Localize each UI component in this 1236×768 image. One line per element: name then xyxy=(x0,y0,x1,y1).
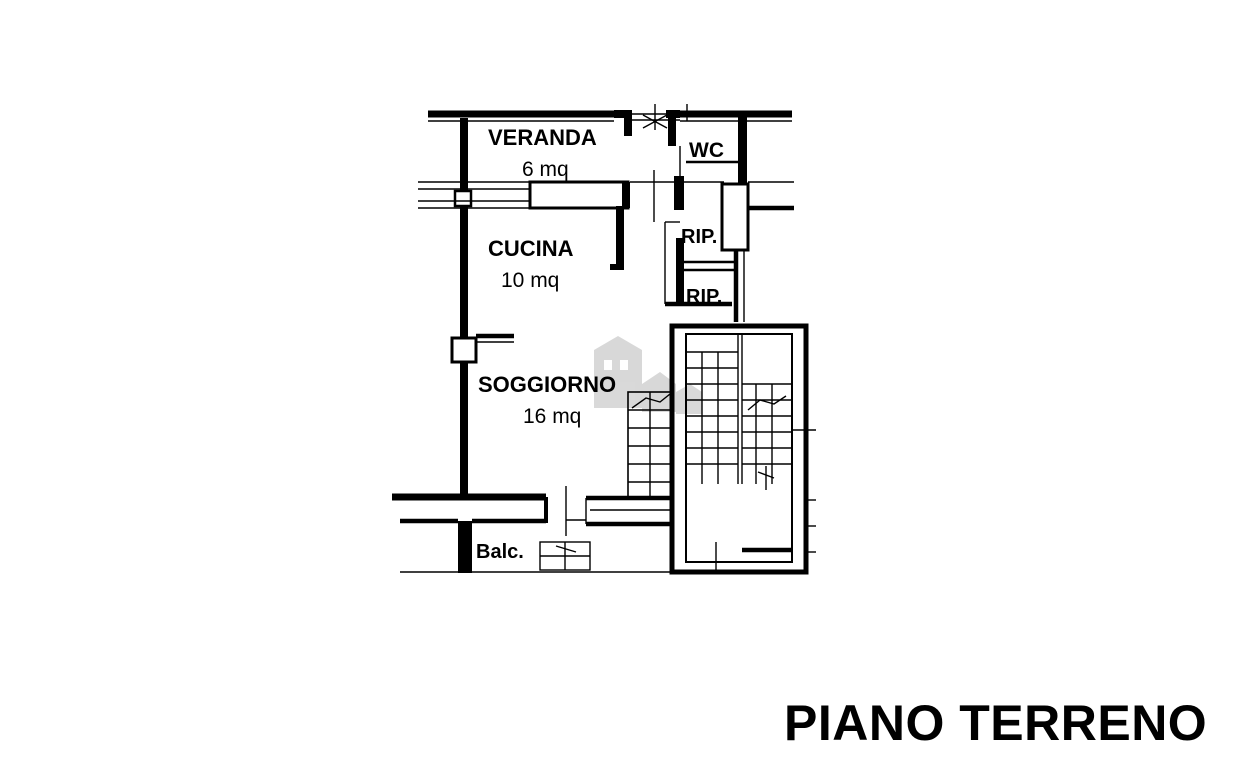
kitchen-walls xyxy=(418,170,724,304)
stairwell xyxy=(669,323,816,575)
stair-treads-right xyxy=(742,383,792,490)
rip-2-name: RIP. xyxy=(686,286,722,308)
left-wall xyxy=(450,118,514,498)
soggiorno-name: SOGGIORNO xyxy=(478,372,616,397)
soggiorno-area: 16 mq xyxy=(523,405,581,428)
veranda-area: 6 mq xyxy=(522,158,569,181)
stair-treads-left xyxy=(686,351,738,484)
balcone-name: Balc. xyxy=(476,541,524,563)
wc-name: WC xyxy=(689,139,724,162)
cucina-area: 10 mq xyxy=(501,269,559,292)
watermark-logo xyxy=(594,336,702,414)
room-labels: VERANDA 6 mq WC CUCINA 10 mq RIP. RIP. S… xyxy=(476,125,724,563)
veranda-walls xyxy=(428,104,792,210)
floor-title: PIANO TERRENO xyxy=(784,695,1208,751)
rip-1-name: RIP. xyxy=(681,226,717,248)
bottom-walls xyxy=(392,486,672,573)
storage-walls xyxy=(665,176,794,322)
cucina-name: CUCINA xyxy=(488,236,574,261)
veranda-name: VERANDA xyxy=(488,125,597,150)
